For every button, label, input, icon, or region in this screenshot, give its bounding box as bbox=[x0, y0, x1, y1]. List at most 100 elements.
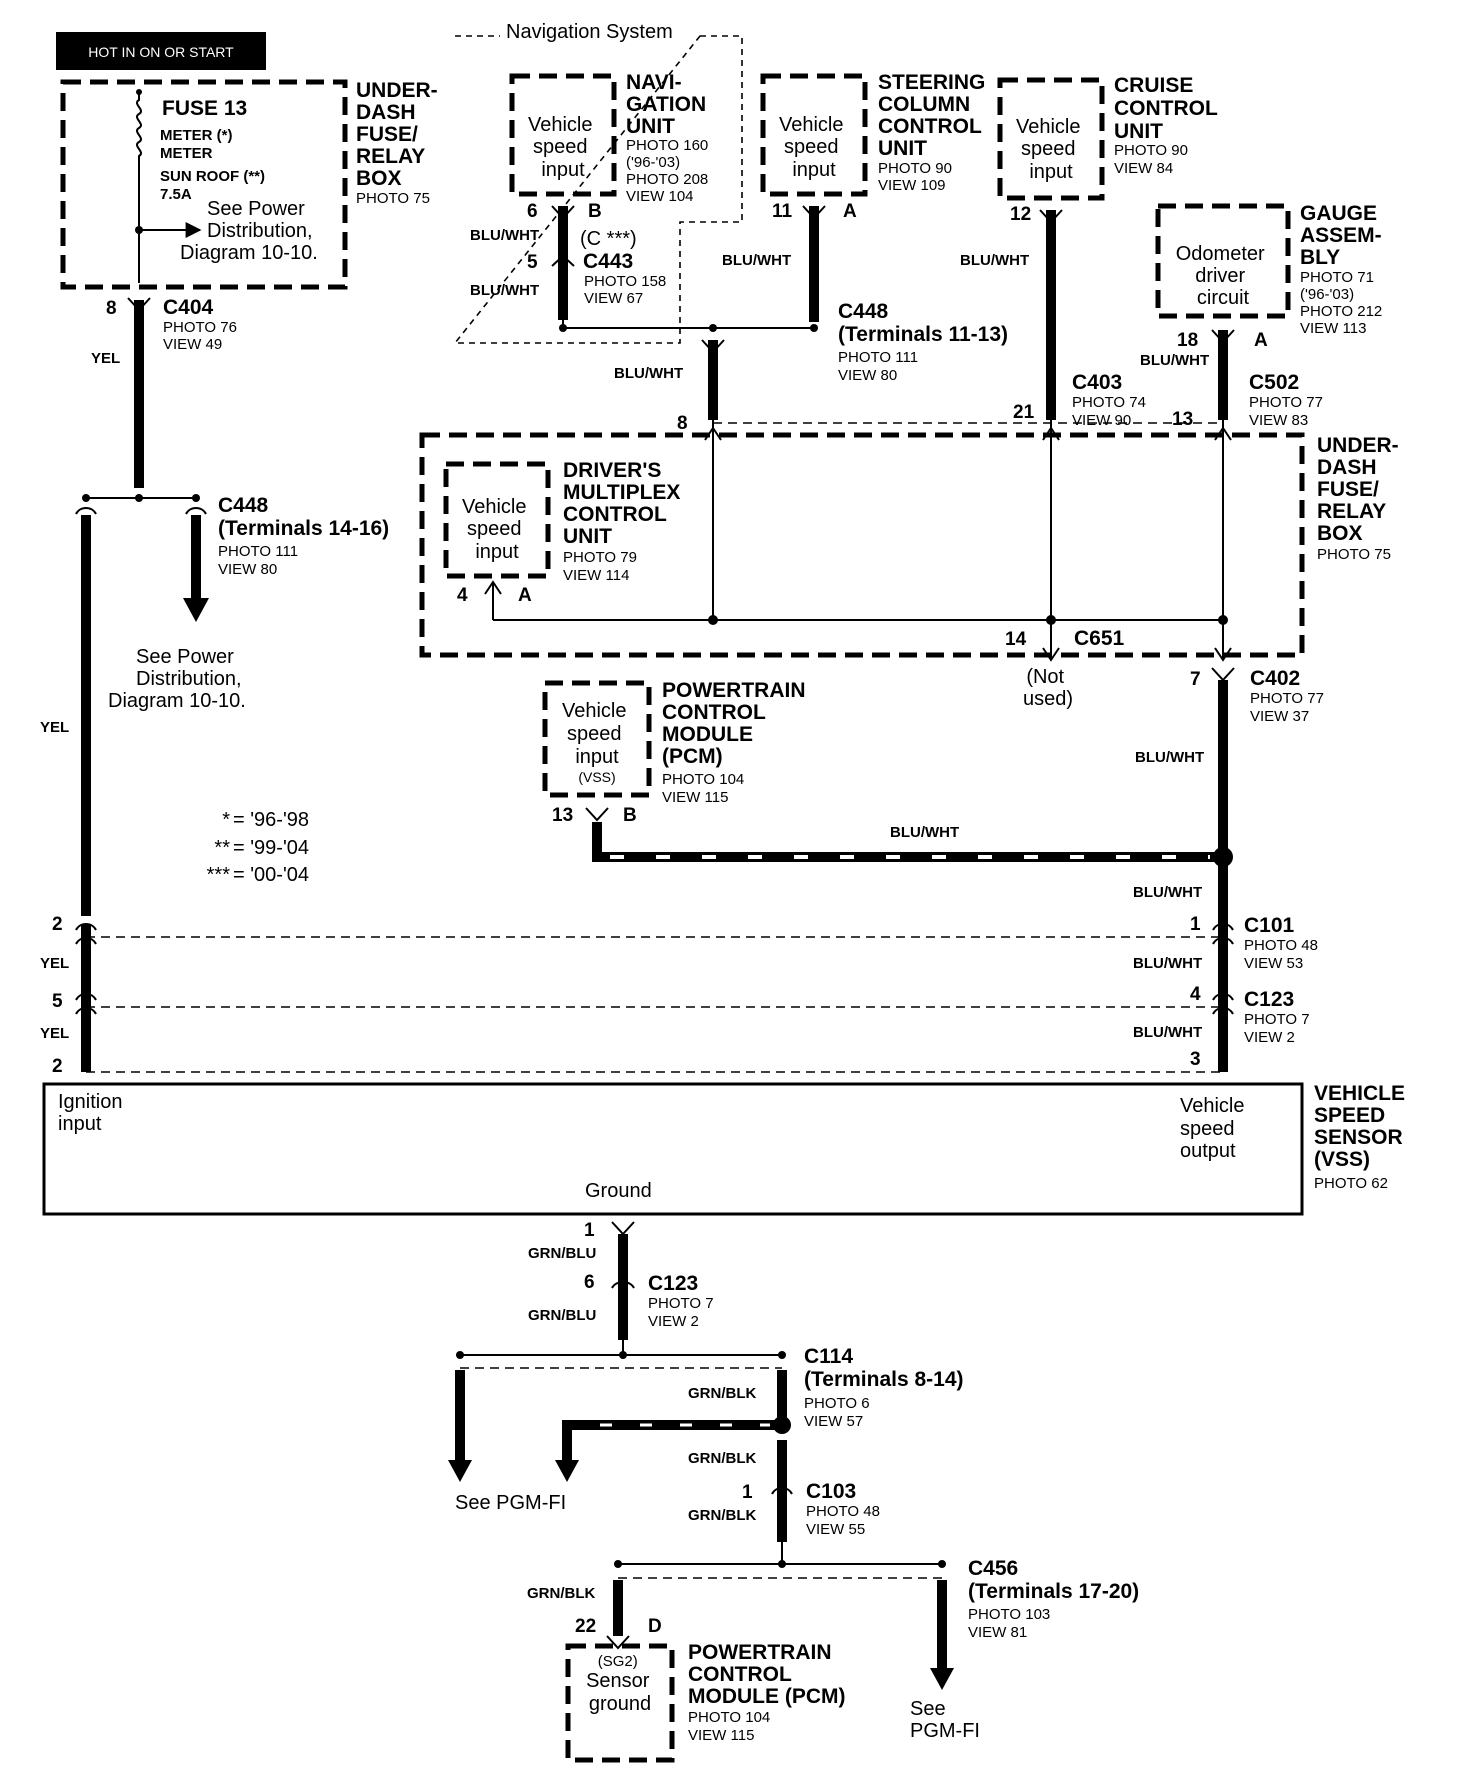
svg-text:= '00-'04: = '00-'04 bbox=[233, 864, 309, 886]
nav-speed-input: Vehicle speed input bbox=[528, 114, 598, 181]
vehicle-speed-sensor: Ignition input Vehicle speed output Grou… bbox=[42, 1082, 1411, 1216]
svg-text:5: 5 bbox=[52, 991, 63, 1012]
wire-color-labels: YEL YEL YEL YEL BLU/WHT BLU/WHT BLU/WHT … bbox=[40, 227, 1209, 1602]
svg-text:4: 4 bbox=[457, 585, 468, 606]
pcm-top: Vehicle speed input (VSS) POWERTRAIN CON… bbox=[542, 679, 811, 806]
svg-text:PHOTO 75: PHOTO 75 bbox=[356, 190, 430, 207]
steering-column-control-unit: Vehicle speed input STEERING COLUMN CONT… bbox=[760, 71, 991, 197]
pin-numbers: 8 6 B 5 11 A 12 18 A 8 21 13 4 A 14 7 13… bbox=[52, 201, 1268, 1637]
svg-text:(Terminals 14-16): (Terminals 14-16) bbox=[218, 517, 389, 540]
svg-text:Ignition input: Ignition input bbox=[58, 1091, 128, 1135]
svg-text:A: A bbox=[843, 201, 857, 222]
svg-text:(Terminals 11-13): (Terminals 11-13) bbox=[838, 323, 1008, 346]
svg-text:Vehicle speed inpu: Vehicle speed input bbox=[462, 496, 532, 563]
svg-text:PHOTO 75: PHOTO 75 bbox=[1317, 546, 1391, 563]
svg-text:Vehicle speed inpu: Vehicle speed input bbox=[562, 700, 632, 768]
underdash-fuse-box-top: UNDER- DASH FUSE/ RELAY BOX PHOTO 75 FUS… bbox=[60, 79, 444, 290]
cruise-wire bbox=[1039, 209, 1063, 620]
svg-text:C114: C114 bbox=[804, 1345, 853, 1368]
svg-text:Vehicle speed outp: Vehicle speed output bbox=[1180, 1095, 1250, 1162]
svg-text:POWERTRAIN CONTROL: POWERTRAIN CONTROL MODULE (PCM) bbox=[688, 1641, 845, 1708]
svg-text:C443: C443 bbox=[583, 250, 633, 273]
svg-text:BLU/WHT: BLU/WHT bbox=[470, 282, 539, 299]
c448-combined-wire bbox=[701, 339, 725, 620]
svg-text:8: 8 bbox=[677, 413, 688, 434]
ground-wires bbox=[448, 1221, 954, 1690]
svg-text:C502: C502 bbox=[1249, 371, 1299, 394]
svg-text:BLU/WHT: BLU/WHT bbox=[722, 252, 791, 269]
svg-text:5: 5 bbox=[527, 252, 538, 273]
pcm-bottom: (SG2) Sensor ground POWERTRAIN CONTROL M… bbox=[565, 1641, 845, 1763]
see-power-distribution-left: See Power Distribution, Diagram 10-10. bbox=[108, 646, 247, 712]
svg-text:= '99-'04: = '99-'04 bbox=[233, 837, 309, 859]
svg-text:PHOTO 160 ('96-'03): PHOTO 160 ('96-'03) PHOTO 208 VIEW 104 bbox=[626, 137, 712, 205]
svg-text:GRN/BLU: GRN/BLU bbox=[528, 1307, 596, 1324]
see-power-distribution-top: See Power Distribution, Diagram 10-10. bbox=[180, 198, 318, 264]
see-pgm-fi-right: See PGM-FI bbox=[910, 1698, 980, 1742]
svg-text:GRN/BLK: GRN/BLK bbox=[688, 1450, 756, 1467]
svg-text:(SG2) Sensor groun: (SG2) Sensor ground bbox=[586, 1653, 654, 1715]
svg-text:Vehicle speed inpu: Vehicle speed input bbox=[1016, 116, 1086, 183]
svg-text:METER (*): METER (*) bbox=[160, 127, 233, 144]
svg-text:POWERTRAIN CONTROL: POWERTRAIN CONTROL MODULE (PCM) bbox=[662, 679, 811, 768]
svg-text:PHOTO 90 VIEW 84: PHOTO 90 VIEW 84 bbox=[1114, 142, 1192, 177]
svg-text:STEERING COLUMN CO: STEERING COLUMN CONTROL UNIT bbox=[878, 71, 991, 160]
svg-text:= '96-'98: = '96-'98 bbox=[233, 809, 309, 831]
fuse-box-title: UNDER- DASH FUSE/ RELAY BOX bbox=[356, 79, 444, 190]
svg-text:BLU/WHT: BLU/WHT bbox=[1140, 352, 1209, 369]
svg-text:7.5A: 7.5A bbox=[160, 186, 192, 203]
svg-text:C123: C123 bbox=[648, 1272, 698, 1295]
svg-text:GRN/BLU: GRN/BLU bbox=[528, 1245, 596, 1262]
svg-text:Odometer driver ci: Odometer driver circuit bbox=[1176, 243, 1271, 309]
svg-text:8: 8 bbox=[106, 298, 117, 319]
svg-text:1: 1 bbox=[584, 1220, 595, 1241]
svg-text:PHOTO 104 VIEW 115: PHOTO 104 VIEW 115 bbox=[688, 1709, 774, 1744]
c448-yel-bus bbox=[75, 494, 209, 916]
vss-output-wire bbox=[1211, 667, 1235, 1072]
svg-text:13: 13 bbox=[1172, 409, 1193, 430]
yel-wire-upper bbox=[127, 297, 151, 488]
svg-text:BLU/WHT: BLU/WHT bbox=[960, 252, 1029, 269]
svg-text:VEHICLE SPEED SENS: VEHICLE SPEED SENSOR (VSS) bbox=[1314, 1082, 1411, 1171]
svg-text:6: 6 bbox=[584, 1272, 595, 1293]
fuse-symbol bbox=[136, 92, 142, 283]
svg-text:C101: C101 bbox=[1244, 914, 1295, 937]
svg-text:4: 4 bbox=[1190, 984, 1201, 1005]
svg-text:(VSS): (VSS) bbox=[578, 769, 615, 785]
svg-text:YEL: YEL bbox=[40, 1025, 69, 1042]
svg-text:C402: C402 bbox=[1250, 667, 1300, 690]
svg-text:C103: C103 bbox=[806, 1480, 856, 1503]
inline-connectors bbox=[75, 923, 1234, 1073]
drivers-multiplex-control-unit: DRIVER'S MULTIPLEX CONTROL UNIT bbox=[563, 459, 686, 548]
svg-text:HOT IN ON OR START: HOT IN ON OR START bbox=[88, 44, 234, 60]
svg-text:D: D bbox=[648, 1616, 662, 1637]
svg-text:6: 6 bbox=[527, 201, 538, 222]
svg-text:A: A bbox=[1254, 330, 1268, 351]
steering-wire bbox=[802, 205, 826, 322]
svg-text:**: ** bbox=[214, 837, 230, 859]
navigation-system-group: Navigation System Vehicle speed input NA… bbox=[453, 21, 743, 344]
svg-text:PHOTO 79 VIEW 114: PHOTO 79 VIEW 114 bbox=[563, 549, 641, 584]
svg-text:(Terminals 8-14): (Terminals 8-14) bbox=[804, 1368, 964, 1391]
svg-text:11: 11 bbox=[772, 201, 793, 222]
fuse-13-label: FUSE 13 bbox=[162, 97, 247, 120]
svg-text:*: * bbox=[222, 809, 230, 831]
see-pgm-fi-left: See PGM-FI bbox=[455, 1492, 566, 1514]
svg-text:1: 1 bbox=[742, 1482, 753, 1503]
svg-text:GRN/BLK: GRN/BLK bbox=[527, 1585, 595, 1602]
hot-label-banner: HOT IN ON OR START bbox=[56, 32, 266, 70]
svg-text:14: 14 bbox=[1005, 629, 1027, 650]
svg-text:BLU/WHT: BLU/WHT bbox=[470, 227, 539, 244]
svg-text:YEL: YEL bbox=[91, 350, 120, 367]
svg-text:SUN ROOF (**): SUN ROOF (**) bbox=[160, 168, 265, 185]
svg-text:Navigation System: Navigation System bbox=[506, 21, 673, 43]
svg-text:2: 2 bbox=[52, 1056, 63, 1077]
svg-text:Vehicle speed inpu: Vehicle speed input bbox=[779, 114, 849, 181]
svg-text:B: B bbox=[623, 805, 637, 826]
